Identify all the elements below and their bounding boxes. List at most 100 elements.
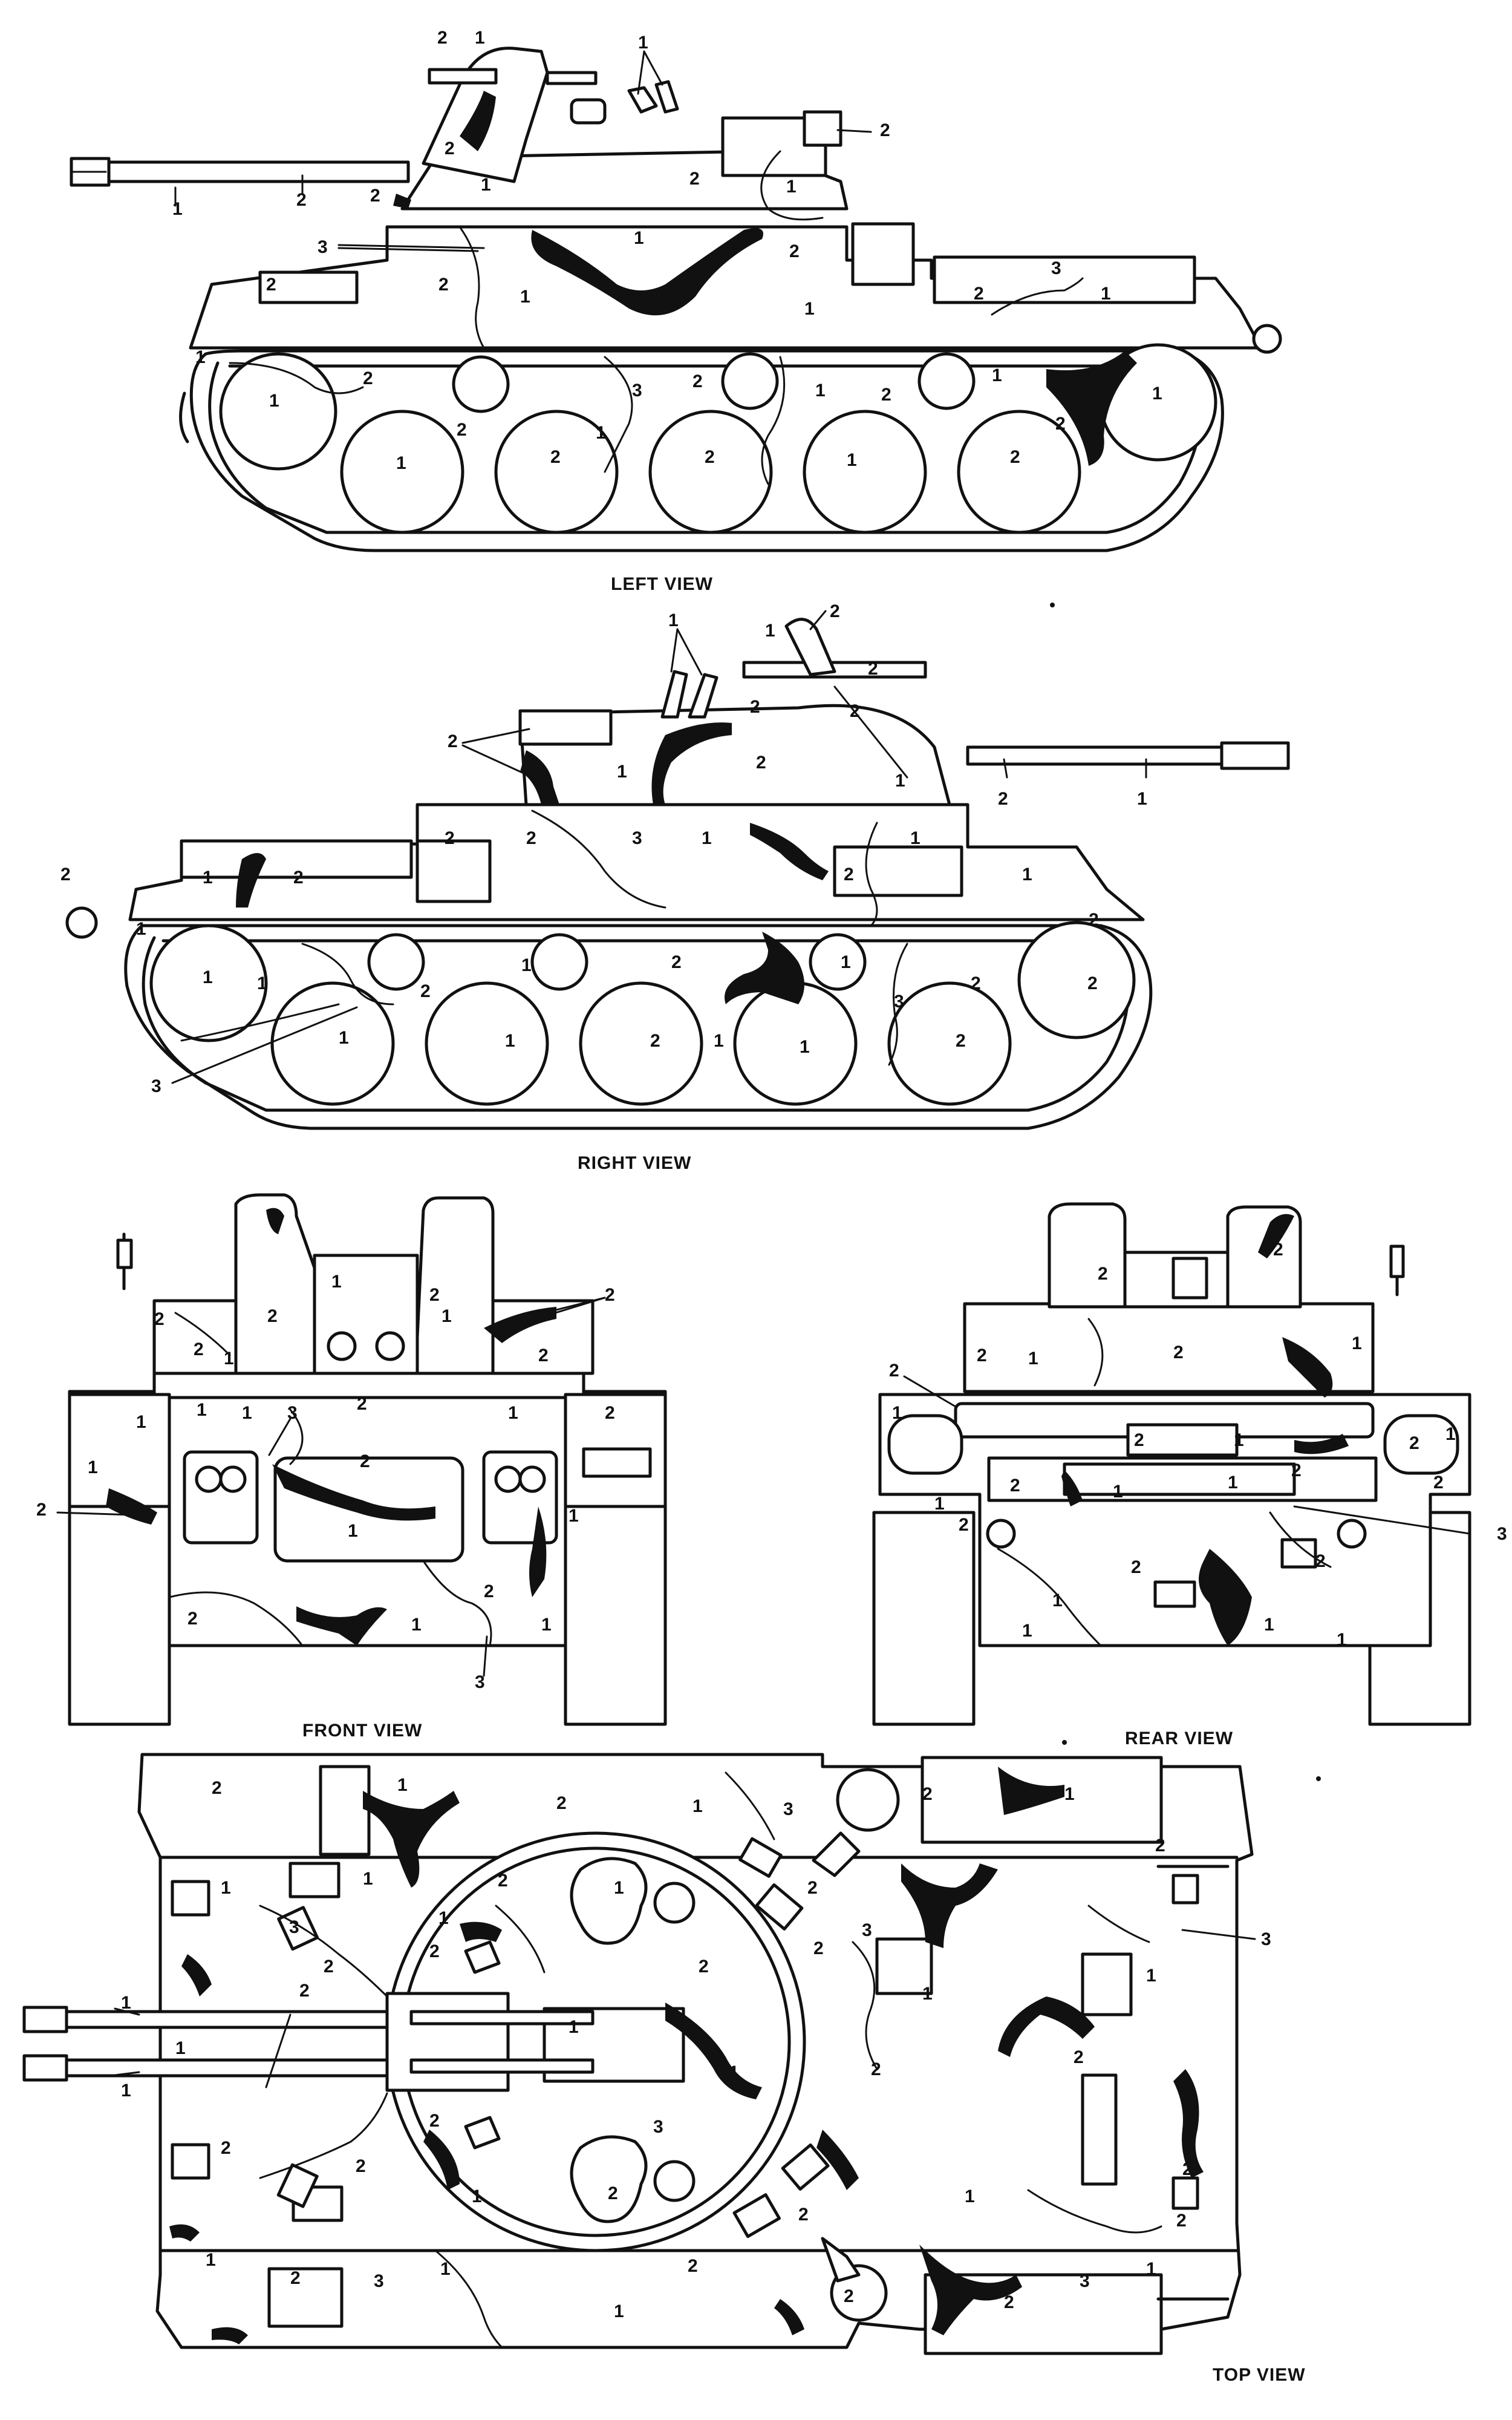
svg-text:2: 2 [1173,1342,1184,1362]
svg-text:1: 1 [175,2038,186,2058]
svg-text:2: 2 [293,868,304,888]
svg-text:1: 1 [1234,1430,1244,1450]
svg-text:2: 2 [1098,1264,1108,1284]
rear-left-track [872,1511,976,1726]
svg-text:2: 2 [850,701,860,721]
svg-text:2: 2 [1087,973,1098,993]
svg-text:1: 1 [815,381,826,401]
svg-text:2: 2 [448,731,458,751]
svg-text:3: 3 [374,2271,384,2291]
svg-text:1: 1 [224,1349,234,1369]
svg-text:2: 2 [705,447,715,467]
top-labels: 2 1 2 1 3 2 1 2 1 1 2 1 2 3 3 1 2 2 2 1 … [121,1775,1271,2321]
svg-text:2: 2 [324,1957,334,1977]
svg-text:1: 1 [892,1403,902,1423]
svg-text:2: 2 [420,981,431,1001]
svg-text:1: 1 [88,1457,98,1477]
svg-text:2: 2 [750,697,760,717]
svg-text:1: 1 [569,2017,579,2037]
svg-text:1: 1 [1064,1784,1075,1804]
rear-labels: 2 2 2 1 2 1 2 1 2 1 2 1 2 1 1 2 2 1 2 2 … [889,1240,1507,1650]
svg-text:1: 1 [197,1400,207,1420]
svg-text:1: 1 [910,828,921,848]
svg-text:2: 2 [1182,2159,1193,2179]
svg-text:1: 1 [1152,384,1162,404]
svg-text:2: 2 [429,1941,440,1961]
svg-text:2: 2 [36,1500,47,1520]
svg-text:1: 1 [847,450,857,470]
svg-text:2: 2 [830,601,840,621]
svg-text:2: 2 [154,1309,165,1329]
svg-text:2: 2 [1176,2211,1187,2231]
svg-text:1: 1 [1052,1591,1063,1611]
svg-text:1: 1 [521,955,532,975]
svg-text:1: 1 [269,391,279,411]
svg-text:2: 2 [356,2156,366,2176]
svg-text:1: 1 [1137,789,1147,809]
svg-text:1: 1 [331,1272,342,1292]
left-leader-3 [337,247,479,252]
svg-text:2: 2 [977,1346,987,1365]
svg-text:1: 1 [348,1521,358,1541]
front-labels: 1 2 2 2 1 2 2 1 2 1 1 1 3 2 1 2 2 1 1 2 … [36,1272,615,1692]
svg-text:1: 1 [221,1878,231,1898]
svg-text:1: 1 [614,1878,624,1898]
svg-text:2: 2 [498,1871,508,1891]
svg-text:3: 3 [1497,1524,1507,1544]
right-view-caption: RIGHT VIEW [578,1153,691,1173]
svg-text:2: 2 [1291,1460,1302,1480]
svg-text:1: 1 [965,2186,975,2206]
svg-text:1: 1 [411,1615,422,1635]
svg-text:3: 3 [151,1076,161,1096]
svg-text:2: 2 [798,2205,809,2225]
svg-text:1: 1 [1445,1424,1456,1444]
front-headlight-left [183,1450,259,1545]
left-stowage-box [851,222,915,286]
svg-text:2: 2 [267,1306,278,1326]
svg-text:2: 2 [266,275,276,295]
svg-text:1: 1 [442,1306,452,1326]
svg-text:1: 1 [172,199,183,219]
svg-text:1: 1 [1228,1473,1238,1493]
svg-text:1: 1 [508,1403,518,1423]
svg-text:1: 1 [895,771,905,791]
svg-text:2: 2 [871,2059,881,2079]
svg-text:2: 2 [889,1361,899,1381]
svg-text:2: 2 [296,190,307,210]
svg-text:1: 1 [257,973,267,993]
svg-text:2: 2 [360,1451,370,1471]
svg-text:2: 2 [880,120,890,140]
svg-text:1: 1 [440,2259,451,2279]
svg-text:2: 2 [868,659,878,679]
svg-text:1: 1 [841,952,851,972]
front-view-caption: FRONT VIEW [302,1721,422,1741]
svg-text:1: 1 [1028,1349,1038,1369]
svg-text:1: 1 [569,1506,579,1526]
rear-turret [963,1302,1375,1393]
left-labels: 2 1 1 2 1 2 2 2 1 2 1 3 1 2 2 2 1 3 2 1 … [172,28,1162,473]
svg-text:2: 2 [998,789,1008,809]
svg-text:1: 1 [363,1869,373,1889]
svg-text:1: 1 [136,919,146,939]
svg-text:2: 2 [290,2268,301,2288]
svg-text:1: 1 [121,2081,131,2101]
left-camo-blotch [531,228,763,316]
svg-text:2: 2 [1134,1430,1144,1450]
svg-text:1: 1 [475,28,485,48]
svg-text:2: 2 [357,1394,367,1414]
svg-text:2: 2 [671,952,682,972]
svg-text:2: 2 [922,1784,933,1804]
svg-text:1: 1 [934,1494,945,1514]
svg-text:2: 2 [556,1793,567,1813]
svg-text:2: 2 [650,1031,660,1051]
svg-text:2: 2 [844,865,854,885]
right-muzzle-brake [1220,741,1290,770]
left-gun-barrel [80,160,410,183]
svg-text:3: 3 [1080,2271,1090,2291]
svg-text:1: 1 [472,2186,482,2206]
svg-text:2: 2 [688,2256,698,2276]
svg-text:2: 2 [605,1403,615,1423]
svg-text:1: 1 [206,2250,216,2270]
svg-text:3: 3 [632,381,642,401]
svg-text:1: 1 [203,868,213,888]
